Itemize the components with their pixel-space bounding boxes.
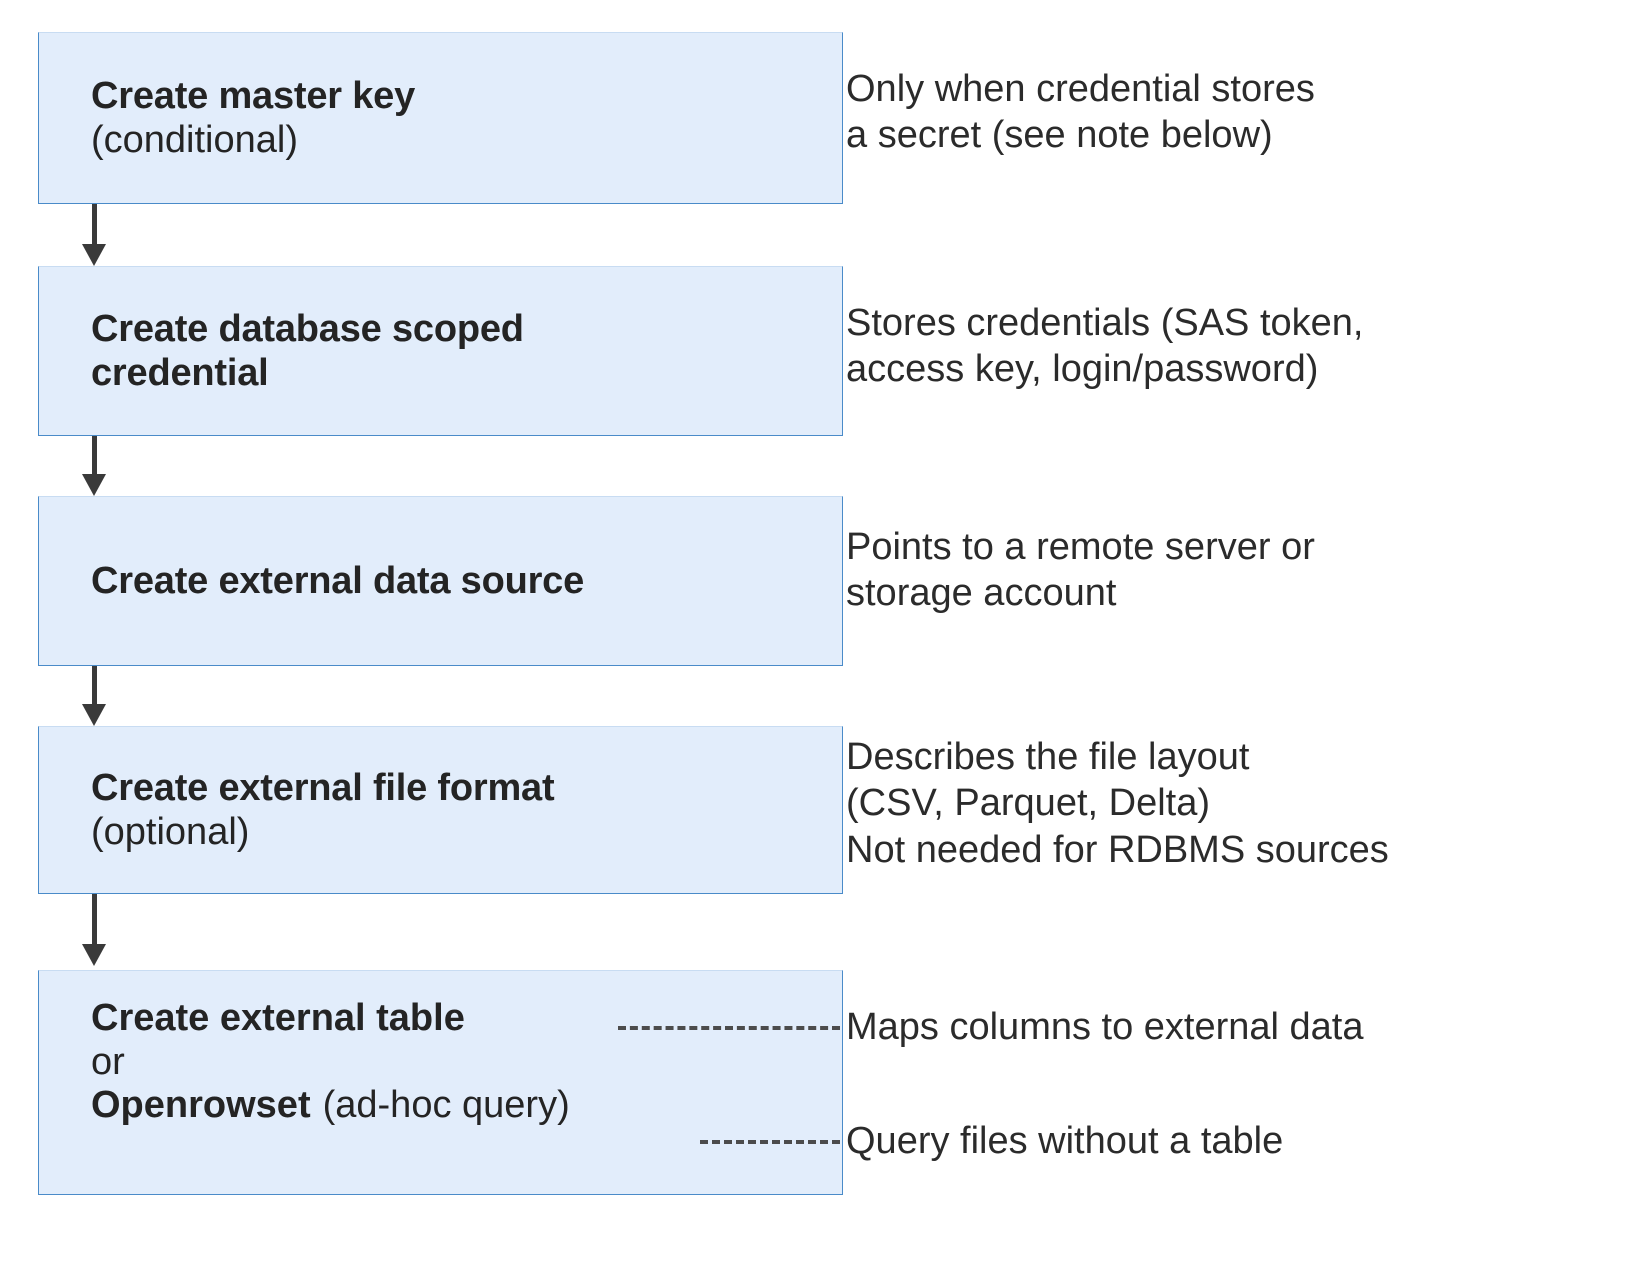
note-create-database-scoped-credential: Stores credentials (SAS token, access ke… — [846, 300, 1638, 393]
flow-arrow-2 — [82, 436, 106, 496]
note-line: Stores credentials (SAS token, — [846, 302, 1364, 344]
arrow-shaft — [92, 204, 97, 246]
step-box-content: Create external file format (optional) — [39, 766, 842, 854]
arrow-shaft — [92, 436, 97, 476]
step-title-continued: credential — [91, 352, 269, 394]
note-line: a secret (see note below) — [846, 114, 1273, 157]
option-openrowset[interactable]: Openrowset (ad-hoc query) — [91, 1084, 826, 1127]
arrow-shaft — [92, 894, 97, 946]
flow-arrow-4 — [82, 894, 106, 970]
step-title: Create external file format — [91, 766, 555, 809]
step-box-content: Create external data source — [39, 559, 842, 603]
arrow-head-icon — [82, 244, 106, 266]
note-line: storage account — [846, 572, 1117, 615]
step-title: Create external data source — [91, 559, 585, 602]
note-openrowset: Query files without a table — [846, 1118, 1638, 1164]
dashed-connector-openrowset — [700, 1140, 840, 1144]
step-box-content: Create database scoped credential — [39, 307, 842, 395]
note-create-external-file-format: Describes the file layout (CSV, Parquet,… — [846, 734, 1638, 873]
option-create-external-table[interactable]: Create external table — [91, 997, 826, 1040]
arrow-head-icon — [82, 704, 106, 726]
step-box-create-master-key[interactable]: Create master key (conditional) — [38, 32, 843, 204]
dashed-connector-external-table — [618, 1026, 840, 1030]
step-box-create-database-scoped-credential[interactable]: Create database scoped credential — [38, 266, 843, 436]
note-create-external-data-source: Points to a remote server or storage acc… — [846, 524, 1638, 617]
step-title: Create master key — [91, 74, 416, 117]
note-create-external-table: Maps columns to external data — [846, 1004, 1638, 1050]
note-line: Only when credential stores — [846, 68, 1315, 110]
note-line: Points to a remote server or — [846, 526, 1315, 568]
step-box-create-external-table-or-openrowset[interactable]: Create external table or Openrowset (ad-… — [38, 970, 843, 1195]
note-line: Maps columns to external data — [846, 1006, 1364, 1048]
step-title: Create database scoped — [91, 307, 524, 350]
step-box-content: Create master key (conditional) — [39, 74, 842, 162]
option-label: Openrowset — [91, 1084, 311, 1127]
arrow-head-icon — [82, 474, 106, 496]
arrow-head-icon — [82, 944, 106, 966]
option-qualifier: (ad-hoc query) — [322, 1084, 570, 1127]
option-separator: or — [91, 1041, 125, 1083]
arrow-shaft — [92, 666, 97, 706]
note-line: Query files without a table — [846, 1120, 1284, 1162]
option-label: Create external table — [91, 997, 465, 1039]
note-create-master-key: Only when credential stores a secret (se… — [846, 66, 1638, 159]
step-box-content: Create external table or Openrowset (ad-… — [39, 971, 842, 1127]
step-box-create-external-data-source[interactable]: Create external data source — [38, 496, 843, 666]
note-line: access key, login/password) — [846, 348, 1319, 391]
step-subtitle: (optional) — [91, 811, 250, 853]
step-subtitle: (conditional) — [91, 119, 298, 161]
flow-arrow-1 — [82, 204, 106, 266]
step-box-create-external-file-format[interactable]: Create external file format (optional) — [38, 726, 843, 894]
note-line: Not needed for RDBMS sources — [846, 828, 1389, 871]
flow-arrow-3 — [82, 666, 106, 726]
note-line: (CSV, Parquet, Delta) — [846, 782, 1210, 825]
note-line: Describes the file layout — [846, 736, 1250, 778]
